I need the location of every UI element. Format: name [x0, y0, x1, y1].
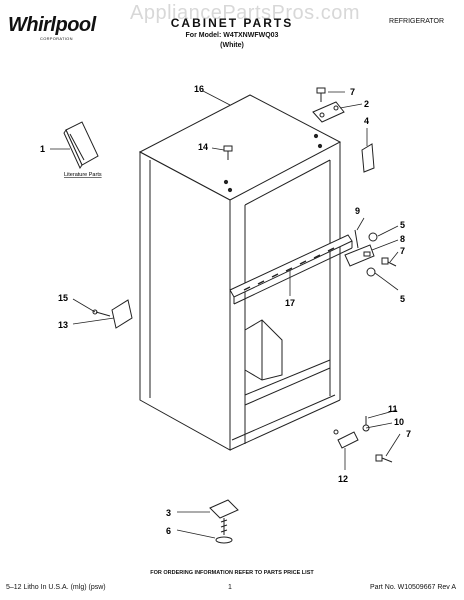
footer-part-number: Part No. W10509667 Rev A	[370, 584, 456, 591]
cabinet-shell	[138, 94, 353, 451]
callout-11: 11	[388, 404, 398, 414]
callout-3: 3	[166, 508, 171, 518]
callout-1: 1	[40, 144, 45, 154]
callout-7-bottom: 7	[406, 429, 411, 439]
page-title: CABINET PARTS	[170, 16, 294, 30]
callout-7-mid: 7	[400, 246, 405, 256]
callout-8: 8	[400, 234, 405, 244]
brand-logo-subtitle: CORPORATION	[40, 36, 73, 41]
callout-6: 6	[166, 526, 171, 536]
callout-10: 10	[394, 417, 404, 427]
callout-13: 13	[58, 320, 68, 330]
color-line: (White)	[220, 42, 244, 49]
callout-17: 17	[285, 298, 295, 308]
callout-15: 15	[58, 293, 68, 303]
top-hinge	[312, 101, 345, 123]
callout-5-lower: 5	[400, 294, 405, 304]
callout-2: 2	[364, 99, 369, 109]
top-hinge-screw	[316, 87, 326, 102]
literature-box	[63, 121, 99, 170]
callout-5-upper: 5	[400, 220, 405, 230]
callout-4: 4	[364, 116, 369, 126]
callout-7-top: 7	[350, 87, 355, 97]
hinge-cover	[361, 143, 375, 173]
ordering-note: FOR ORDERING INFORMATION REFER TO PARTS …	[150, 570, 314, 576]
watermark: AppliancePartsPros.com	[130, 2, 360, 24]
category-label: REFRIGERATOR	[389, 18, 444, 25]
leveling-leg	[209, 499, 239, 544]
cabinet-top-screw	[223, 145, 233, 160]
model-line: For Model: W4TXNWFWQ03	[185, 32, 279, 39]
door-stop	[92, 299, 133, 329]
footer-litho: 5–12 Litho In U.S.A. (mlg) (psw)	[6, 584, 106, 591]
callout-16: 16	[194, 84, 204, 94]
callout-9: 9	[355, 206, 360, 216]
bottom-hinge	[337, 416, 393, 463]
leader-lines	[50, 90, 401, 539]
callout-12: 12	[338, 474, 348, 484]
center-hinge	[344, 229, 397, 277]
literature-parts-label: Literature Parts	[64, 172, 102, 178]
brand-logo: Whirlpool	[8, 14, 96, 36]
callout-14: 14	[198, 142, 208, 152]
page-number: 1	[228, 584, 232, 591]
